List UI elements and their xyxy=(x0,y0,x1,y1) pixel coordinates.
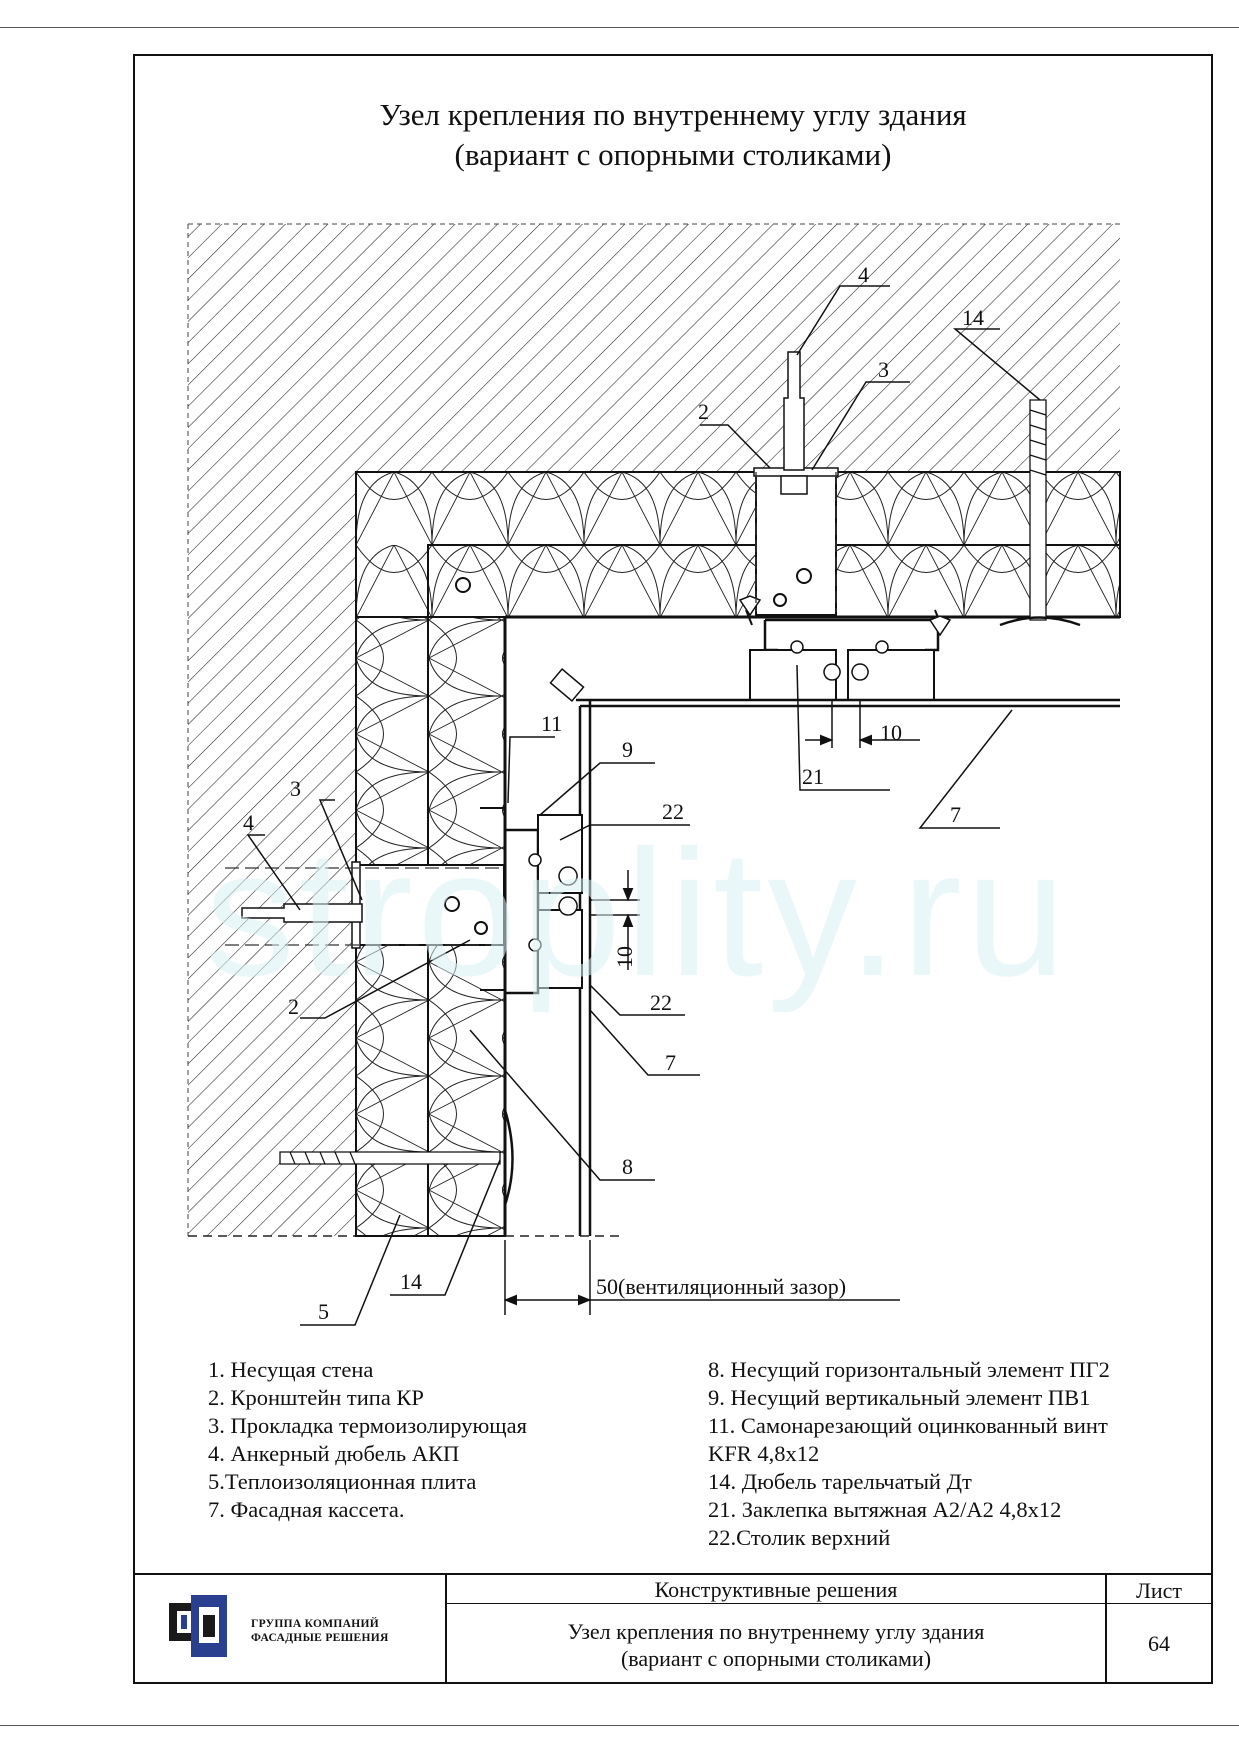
callout-10-mid: 10 xyxy=(612,946,637,968)
title-block-section: Конструктивные решения xyxy=(447,1575,1107,1604)
title-block-title-line2: (вариант с опорными столиками) xyxy=(620,1646,932,1671)
leader-lines xyxy=(246,285,1041,1326)
legend-item: 9. Несущий вертикальный элемент ПВ1 xyxy=(708,1385,1091,1410)
callout-10-right: 10 xyxy=(880,720,902,745)
legend-item: 22.Столик верхний xyxy=(708,1525,891,1550)
corner-seal xyxy=(549,668,585,702)
drawing-title-line2: (вариант с опорными столиками) xyxy=(454,137,892,172)
page-top-rule xyxy=(0,27,1239,28)
legend-item: KFR 4,8x12 xyxy=(708,1441,820,1466)
callout-3-left: 3 xyxy=(290,776,301,801)
legend-right: 8. Несущий горизонтальный элемент ПГ2 9.… xyxy=(708,1356,1110,1552)
title-block-sheet-number: 64 xyxy=(1148,1631,1170,1656)
callout-22-top: 22 xyxy=(662,799,684,824)
bracket-top-centerlines xyxy=(755,472,837,612)
insulation-layer-boundary xyxy=(427,544,1120,617)
page-bottom-rule xyxy=(0,1725,1239,1726)
facade-cassette-top xyxy=(576,698,1120,1236)
horizontal-guide-top xyxy=(745,609,942,701)
load-bearing-wall xyxy=(188,224,1120,1236)
anchor-dowel-left xyxy=(241,903,363,923)
callout-3-top: 3 xyxy=(878,357,889,382)
legend-item: 11. Самонарезающий оцинкованный винт xyxy=(708,1413,1108,1438)
legend-item: 7. Фасадная кассета. xyxy=(208,1497,405,1522)
plate-dowel-bottom xyxy=(279,1109,514,1206)
legend-item: 2. Кронштейн типа КР xyxy=(208,1385,424,1410)
title-block: ГРУППА КОМПАНИЙ ФАСАДНЫЕ РЕШЕНИЯ Констру… xyxy=(133,1573,1213,1684)
callout-4-top: 4 xyxy=(858,262,869,287)
callout-7-bottom: 7 xyxy=(665,1050,676,1075)
bracket-top-group xyxy=(455,351,839,616)
callout-2-top: 2 xyxy=(698,399,709,424)
title-block-logo-cell: ГРУППА КОМПАНИЙ ФАСАДНЫЕ РЕШЕНИЯ xyxy=(133,1575,447,1684)
callout-4-left: 4 xyxy=(243,810,254,835)
callout-7-right: 7 xyxy=(950,802,961,827)
dimension-lines xyxy=(503,700,920,1315)
gap-dimension-label: 50(вентиляционный зазор) xyxy=(596,1274,846,1299)
title-block-sheet-label: Лист xyxy=(1107,1575,1211,1604)
legend-item: 5.Теплоизоляционная плита xyxy=(208,1469,477,1494)
callout-21: 21 xyxy=(802,764,824,789)
callout-11: 11 xyxy=(541,711,562,736)
vertical-profile-group xyxy=(480,595,952,995)
legend-item: 1. Несущая стена xyxy=(208,1357,374,1382)
legend-left: 1. Несущая стена 2. Кронштейн типа КР 3.… xyxy=(208,1356,527,1524)
company-name-line1: ГРУППА КОМПАНИЙ xyxy=(251,1618,380,1630)
title-block-title-line1: Узел крепления по внутреннему углу здани… xyxy=(567,1619,985,1644)
watermark: stroplity.ru xyxy=(205,813,1070,1014)
legend-item: 8. Несущий горизонтальный элемент ПГ2 xyxy=(708,1357,1110,1382)
plate-dowel-top xyxy=(999,399,1081,627)
legend-item: 14. Дюбель тарельчатый Дт xyxy=(708,1469,972,1494)
drawing-title-line1: Узел крепления по внутреннему углу здани… xyxy=(379,97,967,132)
callout-8: 8 xyxy=(622,1154,633,1179)
callout-5: 5 xyxy=(318,1299,329,1324)
company-logo xyxy=(169,1595,227,1657)
anchor-dowel-top xyxy=(783,351,805,471)
title-block-drawing-title: Узел крепления по внутреннему углу здани… xyxy=(447,1604,1107,1684)
drawing-frame xyxy=(133,54,1213,1684)
callout-2-left: 2 xyxy=(288,994,299,1019)
company-name-line2: ФАСАДНЫЕ РЕШЕНИЯ xyxy=(251,1632,389,1644)
bracket-left-group xyxy=(241,861,505,949)
callout-9: 9 xyxy=(622,737,633,762)
callout-22-bottom: 22 xyxy=(650,990,672,1015)
wall-outline xyxy=(187,223,1120,1236)
legend-item: 3. Прокладка термоизолирующая xyxy=(208,1413,527,1438)
legend-item: 21. Заклепка вытяжная А2/А2 4,8x12 xyxy=(708,1497,1062,1522)
callout-14-bottom: 14 xyxy=(400,1269,422,1294)
callout-14-top: 14 xyxy=(962,305,984,330)
legend-item: 4. Анкерный дюбель АКП xyxy=(208,1441,460,1466)
